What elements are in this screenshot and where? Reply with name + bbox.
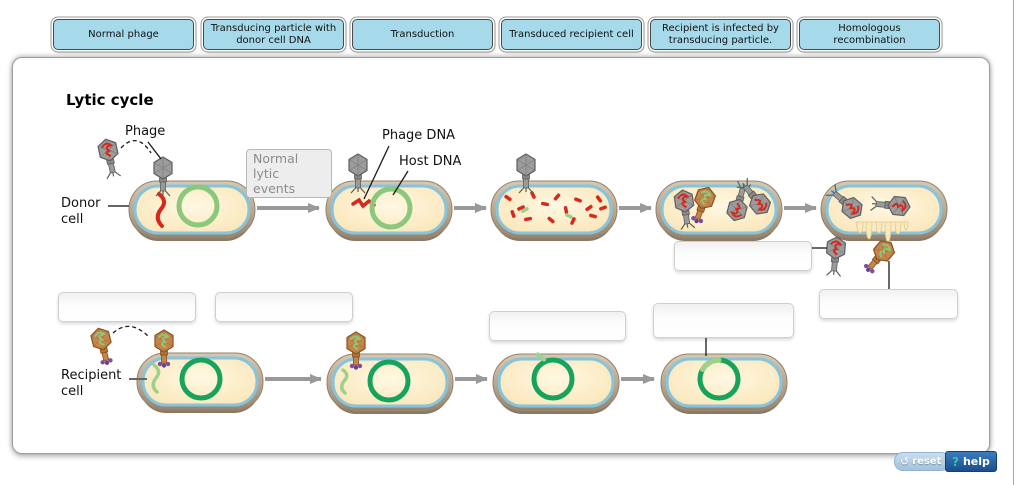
drag-label-transduced-recipient-cell[interactable]: Transduced recipient cell — [501, 19, 642, 50]
drag-label-recipient-infected[interactable]: Recipient is infected by transducing par… — [650, 19, 791, 50]
free-transducing-particle-icon — [88, 325, 118, 369]
page-title: Lytic cycle — [66, 91, 154, 109]
normal-lytic-events-label: Normal lytic events — [246, 149, 332, 198]
recipient-cell-stage1 — [135, 351, 265, 415]
recipient-cell-stage2 — [325, 352, 455, 416]
phage-label: Phage — [125, 124, 166, 139]
reset-button-label: reset — [912, 456, 942, 467]
drag-label-transducing-particle[interactable]: Transducing particle with donor cell DNA — [203, 19, 344, 50]
drop-zone-5[interactable] — [489, 311, 626, 341]
diagram-art — [88, 58, 949, 416]
pointer-lines — [112, 140, 890, 356]
donor-cell-stage4 — [654, 177, 784, 243]
recipient-cell-stage3 — [491, 352, 621, 416]
reset-icon: ↺ — [900, 455, 910, 468]
reset-button[interactable]: ↺ reset — [894, 452, 951, 471]
donor-cell-stage2 — [324, 179, 454, 243]
lysis-drips — [855, 221, 909, 243]
phage-dna-label: Phage DNA — [382, 128, 456, 143]
donor-cell-stage1 — [127, 179, 257, 243]
free-phage-icon — [97, 137, 123, 179]
drag-label-normal-phage[interactable]: Normal phage — [53, 19, 194, 50]
released-phage-icon — [825, 236, 846, 276]
drop-zone-3[interactable] — [58, 292, 196, 322]
drag-label-homologous-recombination[interactable]: Homologous recombination — [799, 19, 940, 50]
donor-cell-label: Donor cell — [61, 196, 101, 227]
drop-zone-2[interactable] — [819, 289, 958, 319]
recipient-cell-stage4-recombinant — [659, 352, 789, 416]
drop-zone-1[interactable] — [674, 241, 812, 271]
donor-cell-stage3 — [489, 179, 619, 243]
host-dna-label: Host DNA — [399, 154, 462, 169]
page-edge-divider — [1013, 0, 1014, 485]
donor-cell-stage5-lysis — [819, 179, 949, 243]
question-mark-icon: ? — [952, 454, 959, 469]
recipient-cell-label: Recipient cell — [61, 368, 122, 399]
process-arrows — [257, 203, 817, 384]
transducing-particle-icon — [858, 235, 899, 279]
help-button[interactable]: ? help — [945, 451, 997, 472]
drop-zone-4[interactable] — [215, 292, 353, 322]
drop-zone-6[interactable] — [653, 303, 794, 338]
label-leader-lines — [108, 205, 147, 380]
activity-panel: Lytic cycle Phage Normal lytic events Ph… — [12, 57, 990, 454]
drag-label-transduction[interactable]: Transduction — [352, 19, 493, 50]
help-button-label: help — [962, 455, 990, 468]
